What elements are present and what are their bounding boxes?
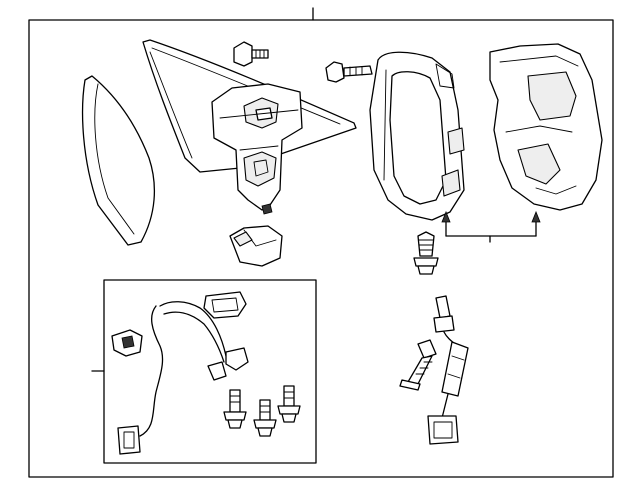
harness-connector-small[interactable] <box>111 329 143 357</box>
clip-bracket[interactable] <box>229 225 283 267</box>
bolt-side[interactable] <box>399 339 437 391</box>
mirror-cap-cover[interactable] <box>489 43 603 211</box>
actuator-motor[interactable] <box>211 83 303 215</box>
screw-middle[interactable] <box>325 61 373 83</box>
bolt-kit-1[interactable] <box>223 389 247 429</box>
wiring-harness-kit[interactable] <box>91 279 317 464</box>
diagram-frame <box>28 7 614 478</box>
assembly-arrow <box>441 210 541 243</box>
bolt-lower[interactable] <box>413 231 439 275</box>
screw-top[interactable] <box>233 41 269 67</box>
turn-signal-harness[interactable] <box>427 295 469 445</box>
mirror-glass[interactable] <box>81 75 156 246</box>
bolt-kit-2[interactable] <box>253 399 277 437</box>
mirror-housing-frame[interactable] <box>369 51 465 221</box>
bolt-kit-3[interactable] <box>277 385 301 423</box>
